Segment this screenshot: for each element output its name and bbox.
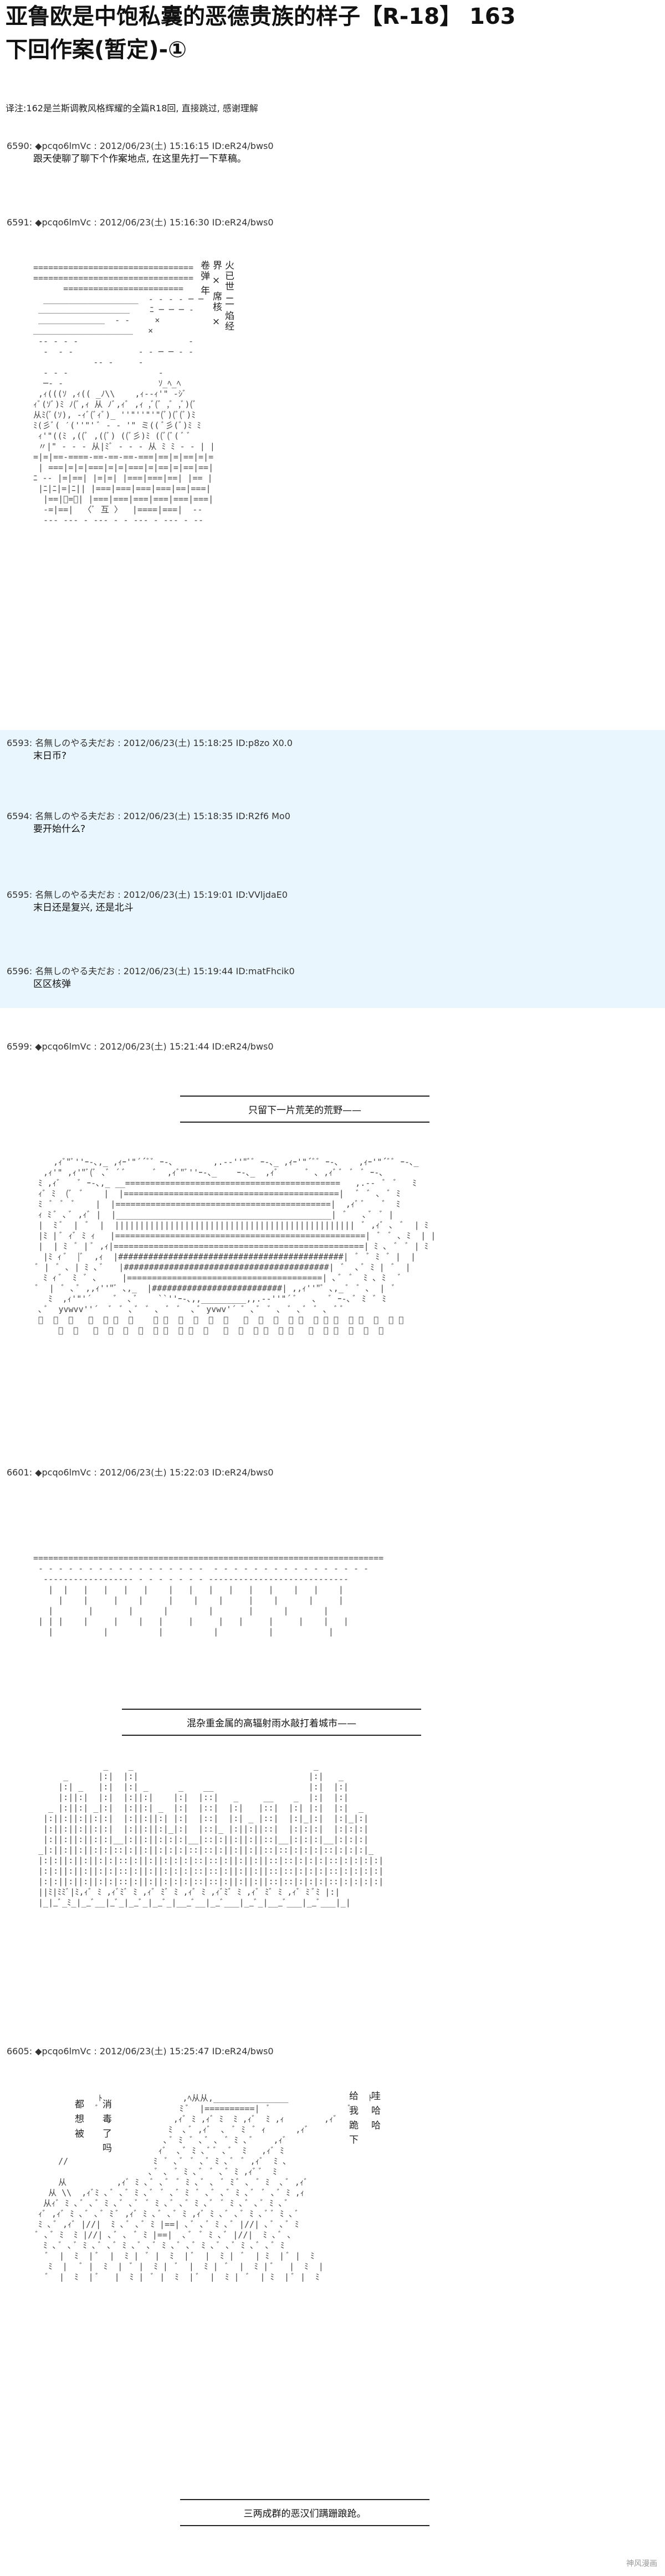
post-body: 区区核弹: [33, 979, 71, 990]
post-meta: 6596: 名無しのやる夫だお : 2012/06/23(土) 15:19:44…: [7, 966, 295, 976]
post-meta: 6594: 名無しのやる夫だお : 2012/06/23(土) 15:18:35…: [7, 811, 290, 821]
caption-rule: [180, 1122, 429, 1123]
ascii-art-city: _ _ _ _ |:| |:| |:| _ |:| _ |:| |:| _ _ …: [38, 1761, 384, 1907]
caption-rule: [180, 1096, 429, 1097]
ascii-art-nuclear: ================================ =======…: [33, 263, 215, 525]
page-subtitle: 下回作案(暂定)-①: [6, 37, 187, 63]
caption-city: 混杂重金属的高辐射雨水敲打着城市——: [122, 1709, 421, 1736]
post: 6590: ◆pcqo6lmVc : 2012/06/23(土) 15:16:1…: [0, 138, 665, 172]
post: 6595: 名無しのやる夫だお : 2012/06/23(土) 15:19:01…: [0, 876, 665, 958]
post-meta: 6591: ◆pcqo6lmVc : 2012/06/23(土) 15:16:3…: [7, 217, 274, 228]
caption-text: 三两成群的恶汉们蹒跚踉跄。: [243, 2508, 366, 2520]
post: 6591: ◆pcqo6lmVc : 2012/06/23(土) 15:16:3…: [0, 215, 665, 691]
speech-left-2: 都 想 被: [73, 2099, 84, 2139]
post: 6594: 名無しのやる夫だお : 2012/06/23(土) 15:18:35…: [0, 798, 665, 876]
post-body: 要开始什么?: [33, 824, 86, 835]
speech-left: 消 毒 了 吗: [100, 2099, 111, 2154]
footer-watermark: 神风漫画: [626, 2559, 657, 2568]
page-title: 亚鲁欧是中饱私囊的恶德贵族的样子【R-18】 163: [6, 4, 516, 29]
ascii-art-wasteland: ,ｨﾞ"ﾞ''ｰ-､,_ ,ｨｰ'"´´ﾞﾞ ｰ-､ ,.-‐''"ﾞﾞ ｰ-､…: [33, 1157, 436, 1335]
caption-thugs: 三两成群的恶汉们蹒跚踉跄。: [180, 2499, 429, 2526]
art-vertical-text: 火已世 二 焰经界 × 席核 × 卷弹 年: [198, 260, 234, 332]
post-body: 末日币?: [33, 750, 67, 762]
post-meta: 6595: 名無しのやる夫だお : 2012/06/23(土) 15:19:01…: [7, 889, 288, 900]
post: 6596: 名無しのやる夫だお : 2012/06/23(土) 15:19:44…: [0, 958, 665, 1008]
post-body: 末日还是复兴, 还是北斗: [33, 902, 134, 913]
post-meta: 6599: ◆pcqo6lmVc : 2012/06/23(土) 15:21:4…: [7, 1041, 274, 1052]
caption-text: 混杂重金属的高辐射雨水敲打着城市——: [187, 1718, 356, 1729]
post: 6601: ◆pcqo6lmVc : 2012/06/23(土) 15:22:0…: [0, 1465, 665, 1487]
translator-note: 译注:162是兰斯调教风格辉耀的全篇R18回, 直接跳过, 感谢理解: [6, 103, 258, 114]
ascii-art-rain: ========================================…: [33, 1553, 384, 1637]
caption-wasteland: 只留下一片荒芜的荒野——: [180, 1096, 429, 1123]
speech-right-2: 给 我 跪 下: [347, 2091, 358, 2146]
caption-text: 只留下一片荒芜的荒野——: [248, 1105, 361, 1116]
post-meta: 6605: ◆pcqo6lmVc : 2012/06/23(土) 15:25:4…: [7, 2046, 274, 2056]
caption-rule: [180, 2525, 429, 2526]
ascii-art-thugs: ﾄ ,ﾍ从从,_______________ ﾄ ﾞ ﾐ ﾞ |========…: [33, 2093, 373, 2282]
post: 6605: ◆pcqo6lmVc : 2012/06/23(土) 15:25:4…: [0, 2044, 665, 2066]
caption-rule: [122, 1735, 421, 1736]
speech-right: 哇 哈 哈: [369, 2091, 380, 2131]
post: 6593: 名無しのやる夫だお : 2012/06/23(土) 15:18:25…: [0, 730, 665, 798]
post-meta: 6601: ◆pcqo6lmVc : 2012/06/23(土) 15:22:0…: [7, 1467, 274, 1478]
caption-rule: [180, 2499, 429, 2500]
post: 6599: ◆pcqo6lmVc : 2012/06/23(土) 15:21:4…: [0, 1039, 665, 1061]
caption-rule: [122, 1709, 421, 1710]
post-body: 跟天使聊了聊下个作案地点, 在这里先打一下草稿。: [33, 153, 247, 164]
post-meta: 6593: 名無しのやる夫だお : 2012/06/23(土) 15:18:25…: [7, 738, 293, 748]
post-meta: 6590: ◆pcqo6lmVc : 2012/06/23(土) 15:16:1…: [7, 141, 274, 151]
